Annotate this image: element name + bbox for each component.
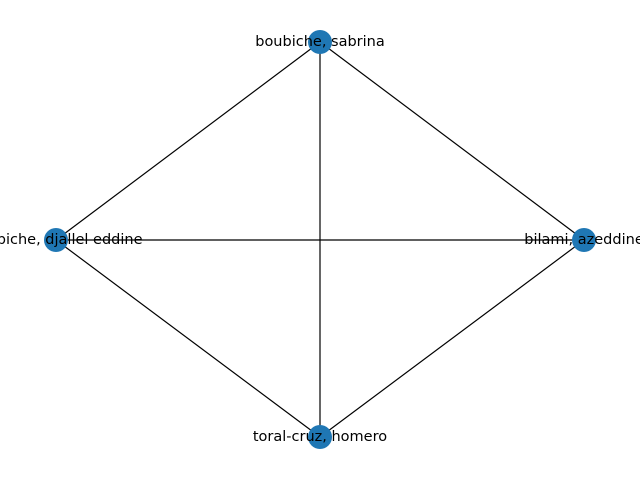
- node-label-bilami-azeddine: bilami, azeddine: [524, 232, 640, 248]
- node-boubiche-djallel-eddine: [44, 228, 68, 252]
- edge-boubiche-sabrina-bilami: [319, 41, 585, 241]
- edge-boubiche-djallel-toral-cruz: [55, 239, 321, 438]
- node-label-boubiche-sabrina: boubiche, sabrina: [255, 34, 385, 50]
- edges-layer: [55, 41, 585, 438]
- labels-layer: boubiche, sabrina boubiche, djallel eddi…: [0, 34, 640, 445]
- node-label-toral-cruz-homero: toral-cruz, homero: [253, 429, 387, 445]
- node-toral-cruz-homero: [308, 425, 332, 449]
- node-label-boubiche-djallel-eddine: boubiche, djallel eddine: [0, 232, 143, 248]
- edge-bilami-toral-cruz: [319, 239, 585, 438]
- nodes-layer: [44, 30, 596, 449]
- node-boubiche-sabrina: [308, 30, 332, 54]
- edge-boubiche-sabrina-boubiche-djallel: [55, 41, 321, 241]
- node-bilami-azeddine: [572, 228, 596, 252]
